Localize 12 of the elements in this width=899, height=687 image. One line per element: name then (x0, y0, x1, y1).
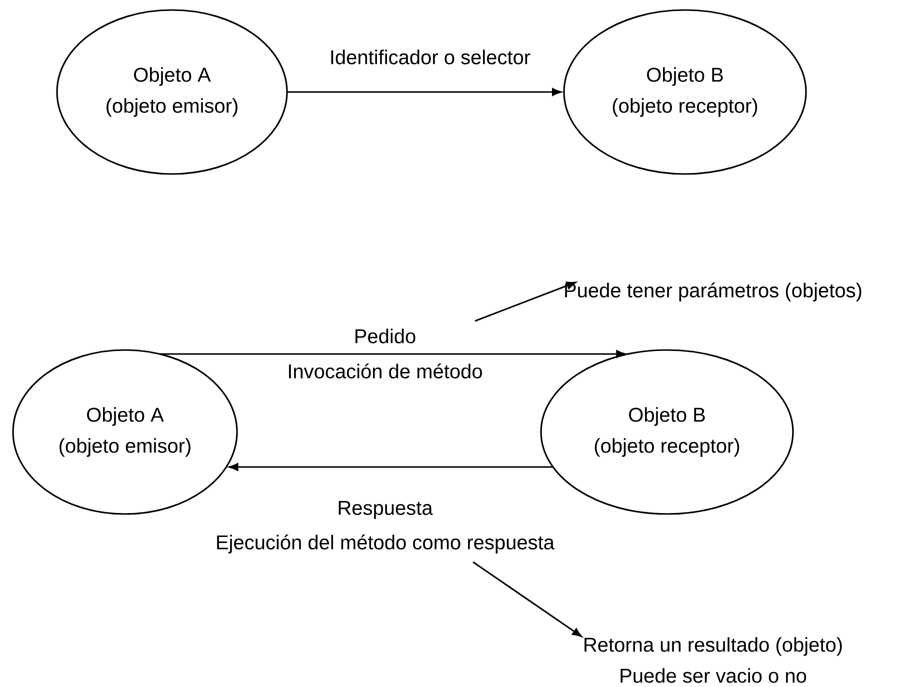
edge-label: Identificador o selector (328, 48, 532, 66)
label-text: Ejecución del método como respuesta (217, 534, 554, 554)
arrow (472, 561, 582, 637)
arrow (474, 282, 576, 322)
arrow (228, 463, 554, 471)
note-text: Retorna un resultado (objeto) Puede ser vacio o no (584, 637, 842, 683)
label-text: Invocación de método (289, 364, 482, 378)
note-text: Puede tener parámetros (objetos) (565, 282, 862, 302)
edge-label: Pedido (352, 328, 418, 344)
arrow (287, 88, 562, 96)
edge-label: Respuesta (336, 500, 434, 520)
arrow (160, 350, 626, 358)
